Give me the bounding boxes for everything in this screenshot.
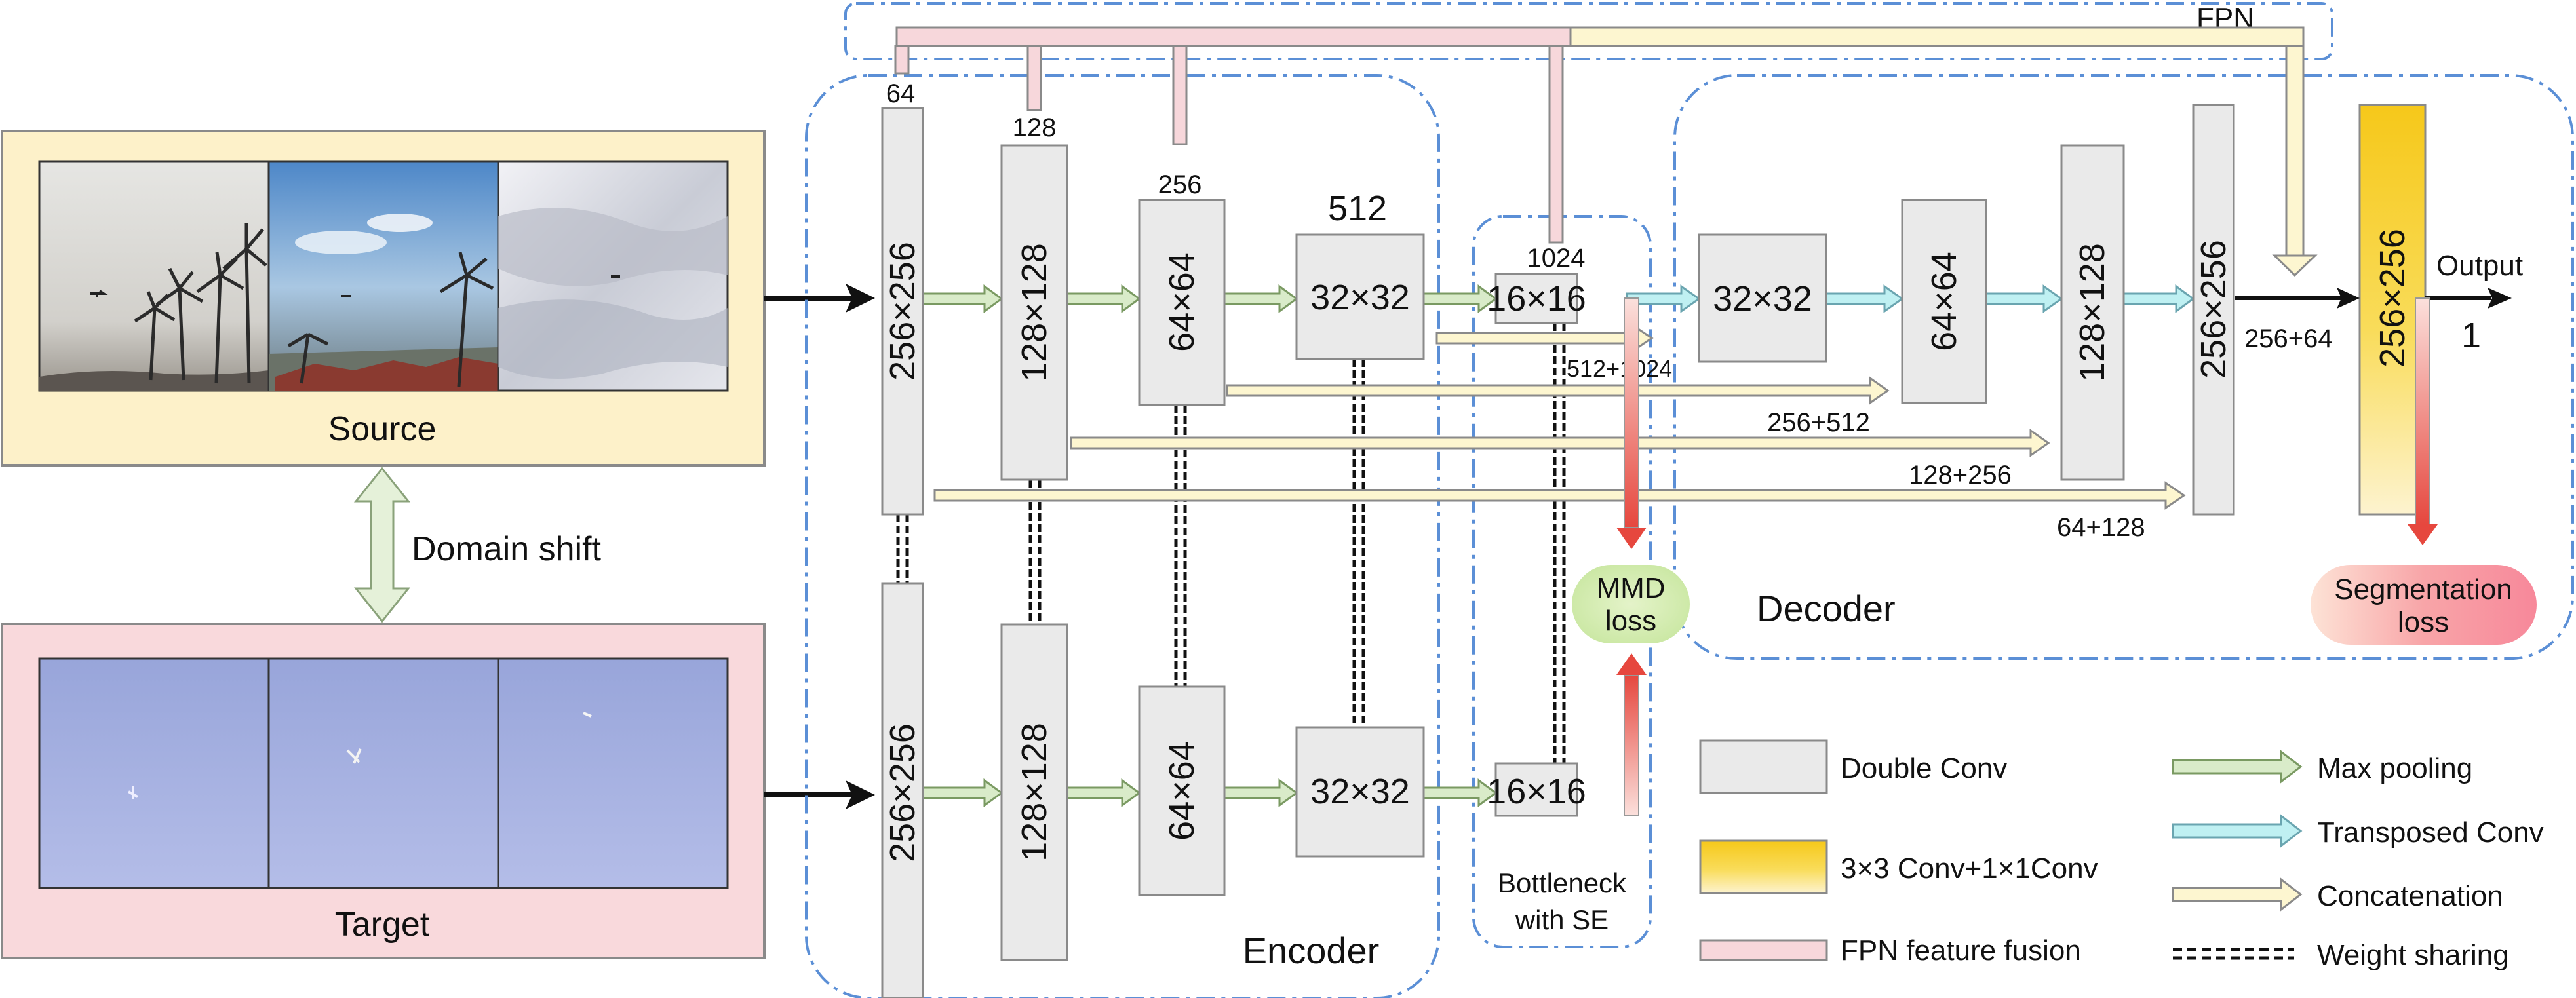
legend-transposed-conv-swatch (2172, 813, 2303, 849)
fpn-tap-256: 256 (1158, 170, 1202, 199)
skip-label-128-256: 128+256 (1909, 461, 2012, 489)
source-image-1 (38, 160, 270, 392)
max-pooling-arrows (922, 284, 1498, 807)
target-panel: Target (1, 623, 766, 959)
skip-label-256-64: 256+64 (2244, 324, 2333, 353)
output-label: Output (2436, 250, 2523, 282)
source-label: Source (328, 410, 437, 448)
fpn-tap-128: 128 (1013, 113, 1057, 142)
target-label: Target (335, 906, 430, 944)
enc-top-block-64 (1138, 199, 1226, 406)
decoder-label: Decoder (1757, 588, 1896, 629)
enc-bottom-block-128 (1000, 623, 1068, 961)
enc-bottom-block-64 (1138, 685, 1226, 896)
legend: Double Conv 3×3 Conv+1×1Conv FPN feature… (1699, 739, 2544, 971)
concat-to-final-arrow (2235, 288, 2360, 309)
legend-max-pooling-label: Max pooling (2317, 752, 2472, 784)
seg-loss-bubble: Segmentation loss (2311, 565, 2537, 645)
enc-bottom-label-128: 128×128 (1015, 723, 1054, 862)
mmd-loss-line2: loss (1605, 605, 1656, 637)
enc-top-label-32: 32×32 (1310, 278, 1410, 317)
enc-top-label-256: 256×256 (883, 242, 922, 381)
legend-fpn-swatch (1699, 939, 1828, 961)
enc-bottom-block-32 (1295, 726, 1425, 858)
target-image-2 (267, 657, 499, 889)
bottleneck-top-label: 16×16 (1487, 279, 1586, 318)
mmd-bottom-arrow (1616, 653, 1647, 816)
enc-top-block-256 (881, 107, 924, 516)
legend-concatenation-label: Concatenation (2317, 880, 2503, 912)
enc-bottom-label-64: 64×64 (1162, 741, 1201, 841)
legend-conv-swatch (1699, 839, 1828, 894)
source-image-2 (267, 160, 499, 392)
mmd-top-arrow (1616, 297, 1647, 549)
bottleneck-label-2: with SE (1515, 904, 1609, 935)
decoder-region (1673, 74, 2574, 660)
skip-label-64-128: 64+128 (2057, 513, 2145, 542)
bottleneck-top-block (1494, 273, 1578, 324)
legend-fpn-label: FPN feature fusion (1841, 934, 2081, 967)
target-image-3 (497, 657, 729, 889)
bottleneck-bottom-label: 16×16 (1487, 772, 1586, 811)
target-input-arrow (764, 780, 875, 809)
seg-loss-arrow (2408, 297, 2438, 545)
dec-block-32 (1698, 233, 1827, 363)
encoder-region (805, 74, 1440, 998)
fpn-tap-1024: 1024 (1527, 244, 1586, 273)
legend-double-conv-label: Double Conv (1841, 752, 2007, 784)
fpn-region (844, 2, 2333, 60)
dec-block-256 (2192, 104, 2235, 516)
seg-loss-line1: Segmentation (2334, 573, 2512, 605)
enc-top-block-128 (1000, 144, 1068, 481)
encoder-label: Encoder (1243, 930, 1380, 971)
dec-label-256: 256×256 (2194, 240, 2233, 379)
mmd-loss-line1: MMD (1596, 572, 1665, 604)
seg-loss-line2: loss (2398, 606, 2449, 638)
fpn-tap-64: 64 (886, 79, 916, 108)
skip-label-256-512: 256+512 (1767, 408, 1870, 437)
skip-label-512-1024: 512+1024 (1567, 355, 1672, 382)
bottleneck-bottom-block (1494, 762, 1578, 817)
dec-block-64 (1901, 199, 1987, 404)
legend-conv-label: 3×3 Conv+1×1Conv (1841, 853, 2098, 885)
fpn-fusion-lines (894, 26, 2318, 277)
output-arrow (2425, 288, 2512, 309)
legend-transposed-conv-label: Transposed Conv (2317, 816, 2544, 849)
output-value: 1 (2461, 316, 2481, 355)
enc-top-label-64: 64×64 (1162, 252, 1201, 352)
domain-shift-label: Domain shift (412, 530, 602, 568)
dec-label-128: 128×128 (2073, 243, 2112, 382)
legend-concatenation-swatch (2172, 877, 2303, 912)
dec-block-128 (2060, 144, 2125, 481)
fpn-tap-512: 512 (1328, 189, 1387, 228)
skip-connection-arrows (933, 324, 2186, 510)
final-conv-label: 256×256 (2373, 229, 2412, 368)
domain-shift-arrow (353, 467, 411, 623)
enc-top-block-32 (1295, 233, 1425, 360)
dec-label-32: 32×32 (1713, 279, 1812, 318)
legend-weight-sharing-swatch (2173, 948, 2294, 960)
legend-max-pooling-swatch (2172, 749, 2303, 784)
source-image-3 (497, 160, 729, 392)
mmd-loss-bubble: MMD loss (1572, 565, 1690, 643)
source-input-arrow (764, 284, 875, 313)
bottleneck-label-1: Bottleneck (1498, 868, 1627, 898)
target-image-1 (38, 657, 270, 889)
enc-bottom-label-32: 32×32 (1310, 772, 1410, 811)
legend-weight-sharing-label: Weight sharing (2317, 939, 2509, 971)
dec-label-64: 64×64 (1924, 252, 1964, 351)
legend-double-conv-swatch (1699, 739, 1828, 794)
enc-bottom-label-256: 256×256 (883, 723, 922, 862)
enc-bottom-block-256 (881, 582, 924, 998)
source-panel: Source (1, 130, 766, 467)
enc-top-label-128: 128×128 (1015, 243, 1054, 382)
